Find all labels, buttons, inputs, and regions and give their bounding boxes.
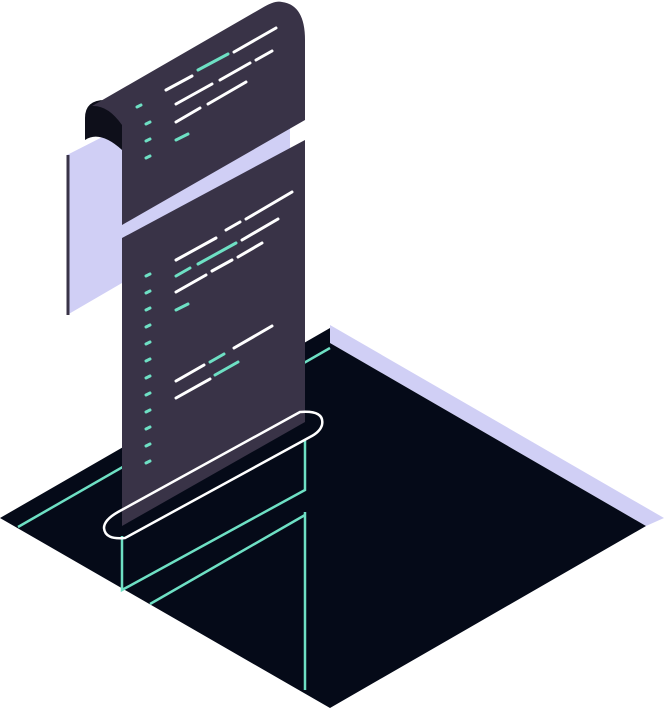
paper-lower (122, 140, 305, 526)
floor-side (330, 325, 664, 526)
paper-upper (92, 1, 305, 225)
paper-slot-outline (102, 410, 324, 540)
code-lines (135, 26, 294, 465)
floor (0, 328, 646, 708)
